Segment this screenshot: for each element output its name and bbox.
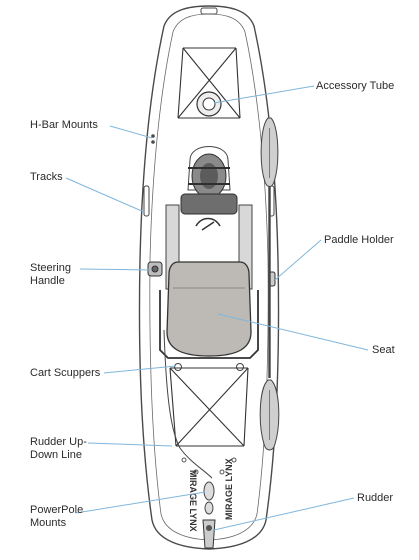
track-left — [143, 185, 150, 217]
label-tracks: Tracks — [30, 171, 63, 183]
leader-paddle-holder — [274, 239, 322, 281]
leader-h-bar-mounts — [109, 125, 153, 139]
cart-scuppers — [174, 363, 244, 371]
label-powerpole-line-2: Mounts — [30, 517, 67, 529]
leader-accessory-tube — [213, 85, 315, 104]
label-rudder: Rudder — [357, 492, 394, 504]
front-bungee — [177, 47, 241, 119]
hull-text-left: MIRAGE LYNX — [188, 470, 198, 532]
seat-frame — [159, 290, 259, 359]
leader-seat — [217, 313, 369, 351]
leader-rudder — [213, 497, 355, 531]
paddle — [259, 117, 280, 451]
label-rudder-line-2: Down Line — [30, 449, 82, 461]
leader-powerpole — [75, 491, 206, 514]
bow-handle — [200, 7, 218, 15]
label-steering-line-1: Steering — [30, 262, 71, 274]
hobie-logo — [195, 217, 221, 231]
label-rudder-line-1: Rudder Up- — [30, 436, 87, 448]
tankwell-holes — [181, 457, 237, 475]
rear-bungee — [169, 367, 249, 447]
powerpole-mounts — [203, 481, 215, 515]
steering-handle — [147, 261, 163, 277]
leader-tracks — [65, 177, 145, 213]
label-powerpole-line-1: PowerPole — [30, 504, 84, 516]
label-seat: Seat — [372, 344, 395, 356]
hull-text-right: MIRAGE LYNX — [224, 458, 234, 520]
mirage-drive — [180, 153, 238, 215]
label-h-bar-mounts: H-Bar Mounts — [30, 119, 98, 131]
label-paddle-holder: Paddle Holder — [324, 234, 394, 246]
leader-lines — [65, 85, 369, 531]
leader-rudder-line — [87, 442, 173, 447]
rudder — [202, 519, 216, 549]
label-cart-scuppers: Cart Scuppers — [30, 367, 101, 379]
seat — [166, 261, 252, 357]
label-steering-line-2: Handle — [30, 275, 65, 287]
rudder-line — [163, 329, 213, 479]
leader-steering-handle — [79, 268, 151, 271]
leader-cart-scuppers — [103, 365, 177, 374]
label-accessory-tube: Accessory Tube — [316, 80, 395, 92]
